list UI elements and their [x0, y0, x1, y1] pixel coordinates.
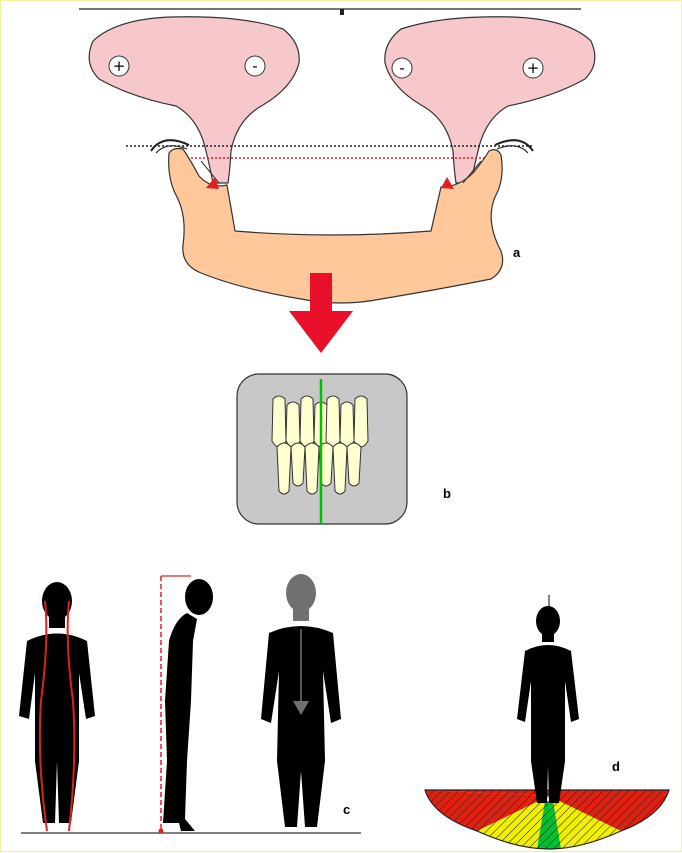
svg-text:+: +: [113, 57, 126, 75]
right-joint-arc-inner: [497, 146, 528, 153]
panel-c-diagram: c: [19, 574, 361, 834]
upper-tooth: [354, 396, 368, 447]
panel-b-label: b: [443, 486, 451, 501]
upper-tooth: [326, 396, 340, 447]
panel-a-label: a: [513, 245, 521, 260]
sign-plus-right: +: [523, 58, 543, 78]
top-marker: [340, 9, 344, 15]
sign-minus-right: -: [392, 58, 412, 78]
lower-tooth: [277, 443, 291, 494]
upper-tooth: [340, 402, 354, 447]
panel-d-diagram: d: [425, 595, 669, 849]
panel-a-diagram: + - - + a: [79, 9, 595, 353]
lower-tooth: [347, 443, 361, 486]
plumb-point: [159, 829, 164, 834]
panel-b-diagram: b: [237, 374, 451, 524]
sign-minus-left: -: [245, 56, 265, 76]
lower-tooth: [333, 443, 347, 494]
svg-text:+: +: [527, 59, 540, 77]
svg-text:-: -: [252, 57, 257, 75]
panel-d-label: d: [612, 759, 620, 774]
upper-tooth: [272, 396, 286, 447]
figure-back-view: [19, 582, 95, 831]
lower-tooth: [305, 443, 319, 494]
lower-tooth: [291, 443, 305, 486]
upper-tooth: [300, 396, 314, 447]
figure-standing: [517, 606, 579, 803]
figure-side-view: [159, 576, 214, 834]
upper-tooth: [286, 402, 300, 447]
right-red-marker: [441, 177, 454, 189]
sign-plus-left: +: [109, 56, 129, 76]
svg-text:-: -: [399, 59, 404, 77]
figure-posterior-view: [261, 574, 341, 827]
panel-c-label: c: [343, 802, 350, 817]
